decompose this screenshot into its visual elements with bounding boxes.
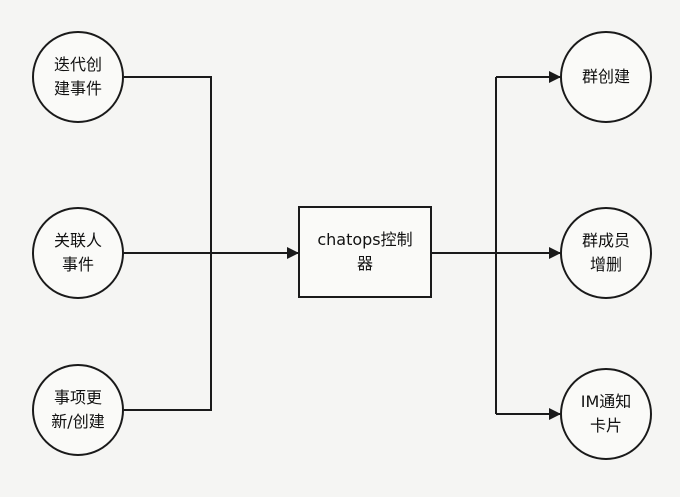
output-node-group-create: 群创建 — [560, 31, 652, 123]
node-label-line: 事项更 — [53, 388, 102, 407]
input-node-iteration-created: 迭代创 建事件 — [32, 31, 124, 123]
input-node-linked-person: 关联人 事件 — [32, 207, 124, 299]
chatops-controller-node: chatops控制 器 — [298, 206, 432, 298]
node-label-line: 群创建 — [581, 67, 630, 86]
node-label-line: 卡片 — [589, 416, 622, 435]
input-node-item-updated: 事项更 新/创建 — [32, 364, 124, 456]
node-label-line: 迭代创 — [53, 55, 102, 74]
node-label-line: 群成员 — [581, 231, 630, 250]
output-node-group-members: 群成员 增删 — [560, 207, 652, 299]
output-node-im-card: IM通知 卡片 — [560, 368, 652, 460]
node-label-line: 建事件 — [53, 79, 102, 98]
node-label-line: 增删 — [589, 255, 622, 274]
connector-input-3 — [124, 253, 212, 411]
node-label-line: 关联人 — [53, 231, 102, 250]
node-label-line: 新/创建 — [51, 412, 105, 431]
node-label-line: 器 — [356, 254, 373, 273]
node-label-line: chatops控制 — [317, 230, 413, 249]
node-label-line: IM通知 — [580, 392, 632, 411]
node-label-line: 事件 — [61, 255, 94, 274]
connector-input-1 — [124, 76, 212, 253]
